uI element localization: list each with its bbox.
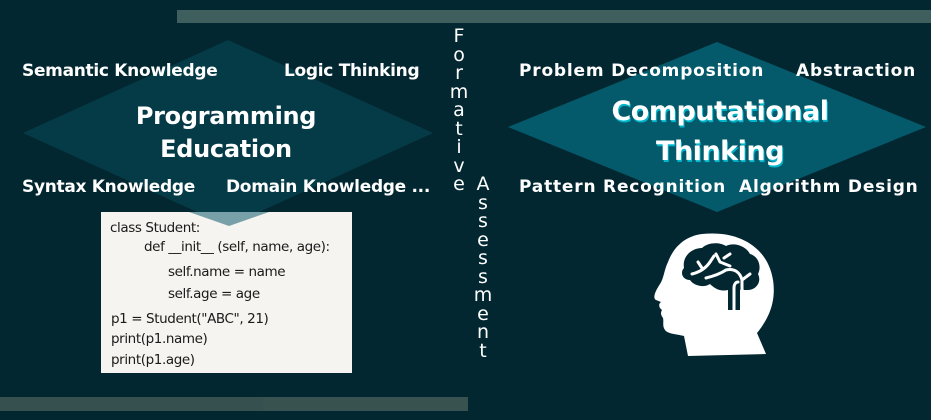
label-logic-thinking: Logic Thinking (284, 61, 420, 81)
letter: a (453, 99, 465, 121)
title-line: Thinking (656, 136, 784, 167)
letter: m (473, 284, 493, 306)
letter: t (479, 339, 487, 362)
letter: e (477, 228, 489, 251)
letter: s (478, 265, 488, 288)
programming-education-title: Programming Education (126, 100, 326, 166)
code-line: print(p1.name) (111, 331, 208, 347)
title-line: Programming (135, 102, 317, 130)
bottom-decorative-stripe (0, 397, 263, 411)
letter: e (477, 302, 489, 325)
label-algorithm-design: Algorithm Design (739, 177, 919, 197)
label-pattern-recognition: Pattern Recognition (519, 177, 727, 197)
code-line: print(p1.age) (111, 352, 195, 368)
letter: o (453, 43, 465, 66)
letter: n (476, 321, 490, 343)
vertical-word-formative: F o r m a t i v e (449, 27, 469, 194)
letter: v (453, 154, 465, 177)
label-problem-decomposition: Problem Decomposition (519, 61, 765, 81)
head-brain-icon (640, 228, 790, 373)
letter: s (478, 191, 488, 214)
title-line: Education (160, 135, 292, 163)
letter: F (453, 25, 465, 47)
label-syntax-knowledge: Syntax Knowledge (22, 177, 195, 197)
code-line: def __init__ (self, name, age): (144, 239, 330, 255)
code-line: self.name = name (168, 264, 286, 280)
label-domain-knowledge: Domain Knowledge ... (226, 177, 431, 197)
label-semantic-knowledge: Semantic Knowledge (22, 61, 218, 81)
letter: r (455, 62, 463, 84)
code-line: self.age = age (168, 286, 260, 302)
letter: s (478, 210, 488, 232)
letter: A (476, 173, 490, 195)
vertical-word-assessment: A s s e s s m e n t (473, 175, 493, 360)
programming-education-diamond (23, 40, 433, 226)
bottom-decorative-stripe-2 (263, 397, 468, 411)
top-decorative-stripe (177, 10, 931, 23)
letter: i (456, 136, 462, 158)
letter: s (478, 247, 488, 269)
code-example-box: class Student: def __init__ (self, name,… (101, 212, 352, 373)
computational-thinking-diamond (508, 42, 926, 212)
diamond-tip (189, 212, 269, 226)
computational-thinking-title: Computational Thinking (575, 92, 865, 172)
letter: e (453, 173, 465, 195)
code-line: p1 = Student("ABC", 21) (111, 311, 269, 327)
letter: t (455, 117, 463, 140)
label-abstraction: Abstraction (796, 61, 917, 81)
code-line: class Student: (110, 220, 200, 236)
letter: m (449, 80, 469, 103)
title-line: Computational (611, 96, 829, 127)
